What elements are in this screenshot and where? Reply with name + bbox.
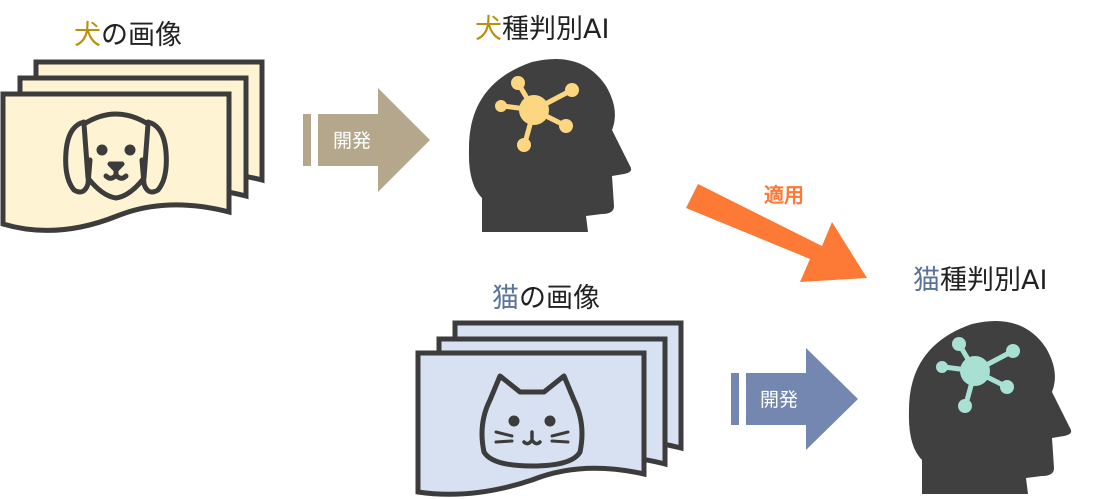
apply-arrow: 適用 bbox=[686, 183, 867, 282]
cat-image-stack bbox=[415, 320, 684, 497]
cat-ai-head-icon bbox=[908, 321, 1072, 494]
cat-ai-title: 猫種判別AI bbox=[913, 267, 1047, 294]
cat-images-title-rest: の画像 bbox=[519, 283, 600, 314]
dog-images-title-rest: の画像 bbox=[101, 20, 182, 51]
dog-image-stack bbox=[0, 59, 265, 233]
cat-ai-network-icon bbox=[936, 337, 1020, 413]
dog-ai-head-icon bbox=[468, 59, 632, 232]
dog-ai-network-icon bbox=[495, 76, 579, 152]
dog-ai-title-accent: 犬 bbox=[475, 14, 502, 45]
develop-arrow-bottom: 開発 bbox=[731, 348, 858, 450]
develop-arrow-bottom-label: 開発 bbox=[760, 389, 798, 411]
dog-images-title-accent: 犬 bbox=[74, 20, 101, 51]
cat-images-title: 猫の画像 bbox=[492, 285, 600, 312]
cat-images-title-accent: 猫 bbox=[492, 283, 519, 314]
dog-ai-title: 犬種判別AI bbox=[475, 16, 609, 43]
cat-ai-title-rest: 種判別AI bbox=[940, 265, 1048, 296]
dog-face-icon bbox=[63, 111, 169, 201]
develop-arrow-top-label: 開発 bbox=[333, 130, 371, 152]
cat-face-icon bbox=[479, 373, 585, 469]
dog-images-title: 犬の画像 bbox=[74, 22, 182, 49]
dog-ai-title-rest: 種判別AI bbox=[502, 14, 610, 45]
develop-arrow-top: 開発 bbox=[303, 88, 430, 192]
apply-arrow-label: 適用 bbox=[764, 183, 804, 207]
cat-ai-title-accent: 猫 bbox=[913, 265, 940, 296]
cat-card-front bbox=[415, 350, 647, 497]
